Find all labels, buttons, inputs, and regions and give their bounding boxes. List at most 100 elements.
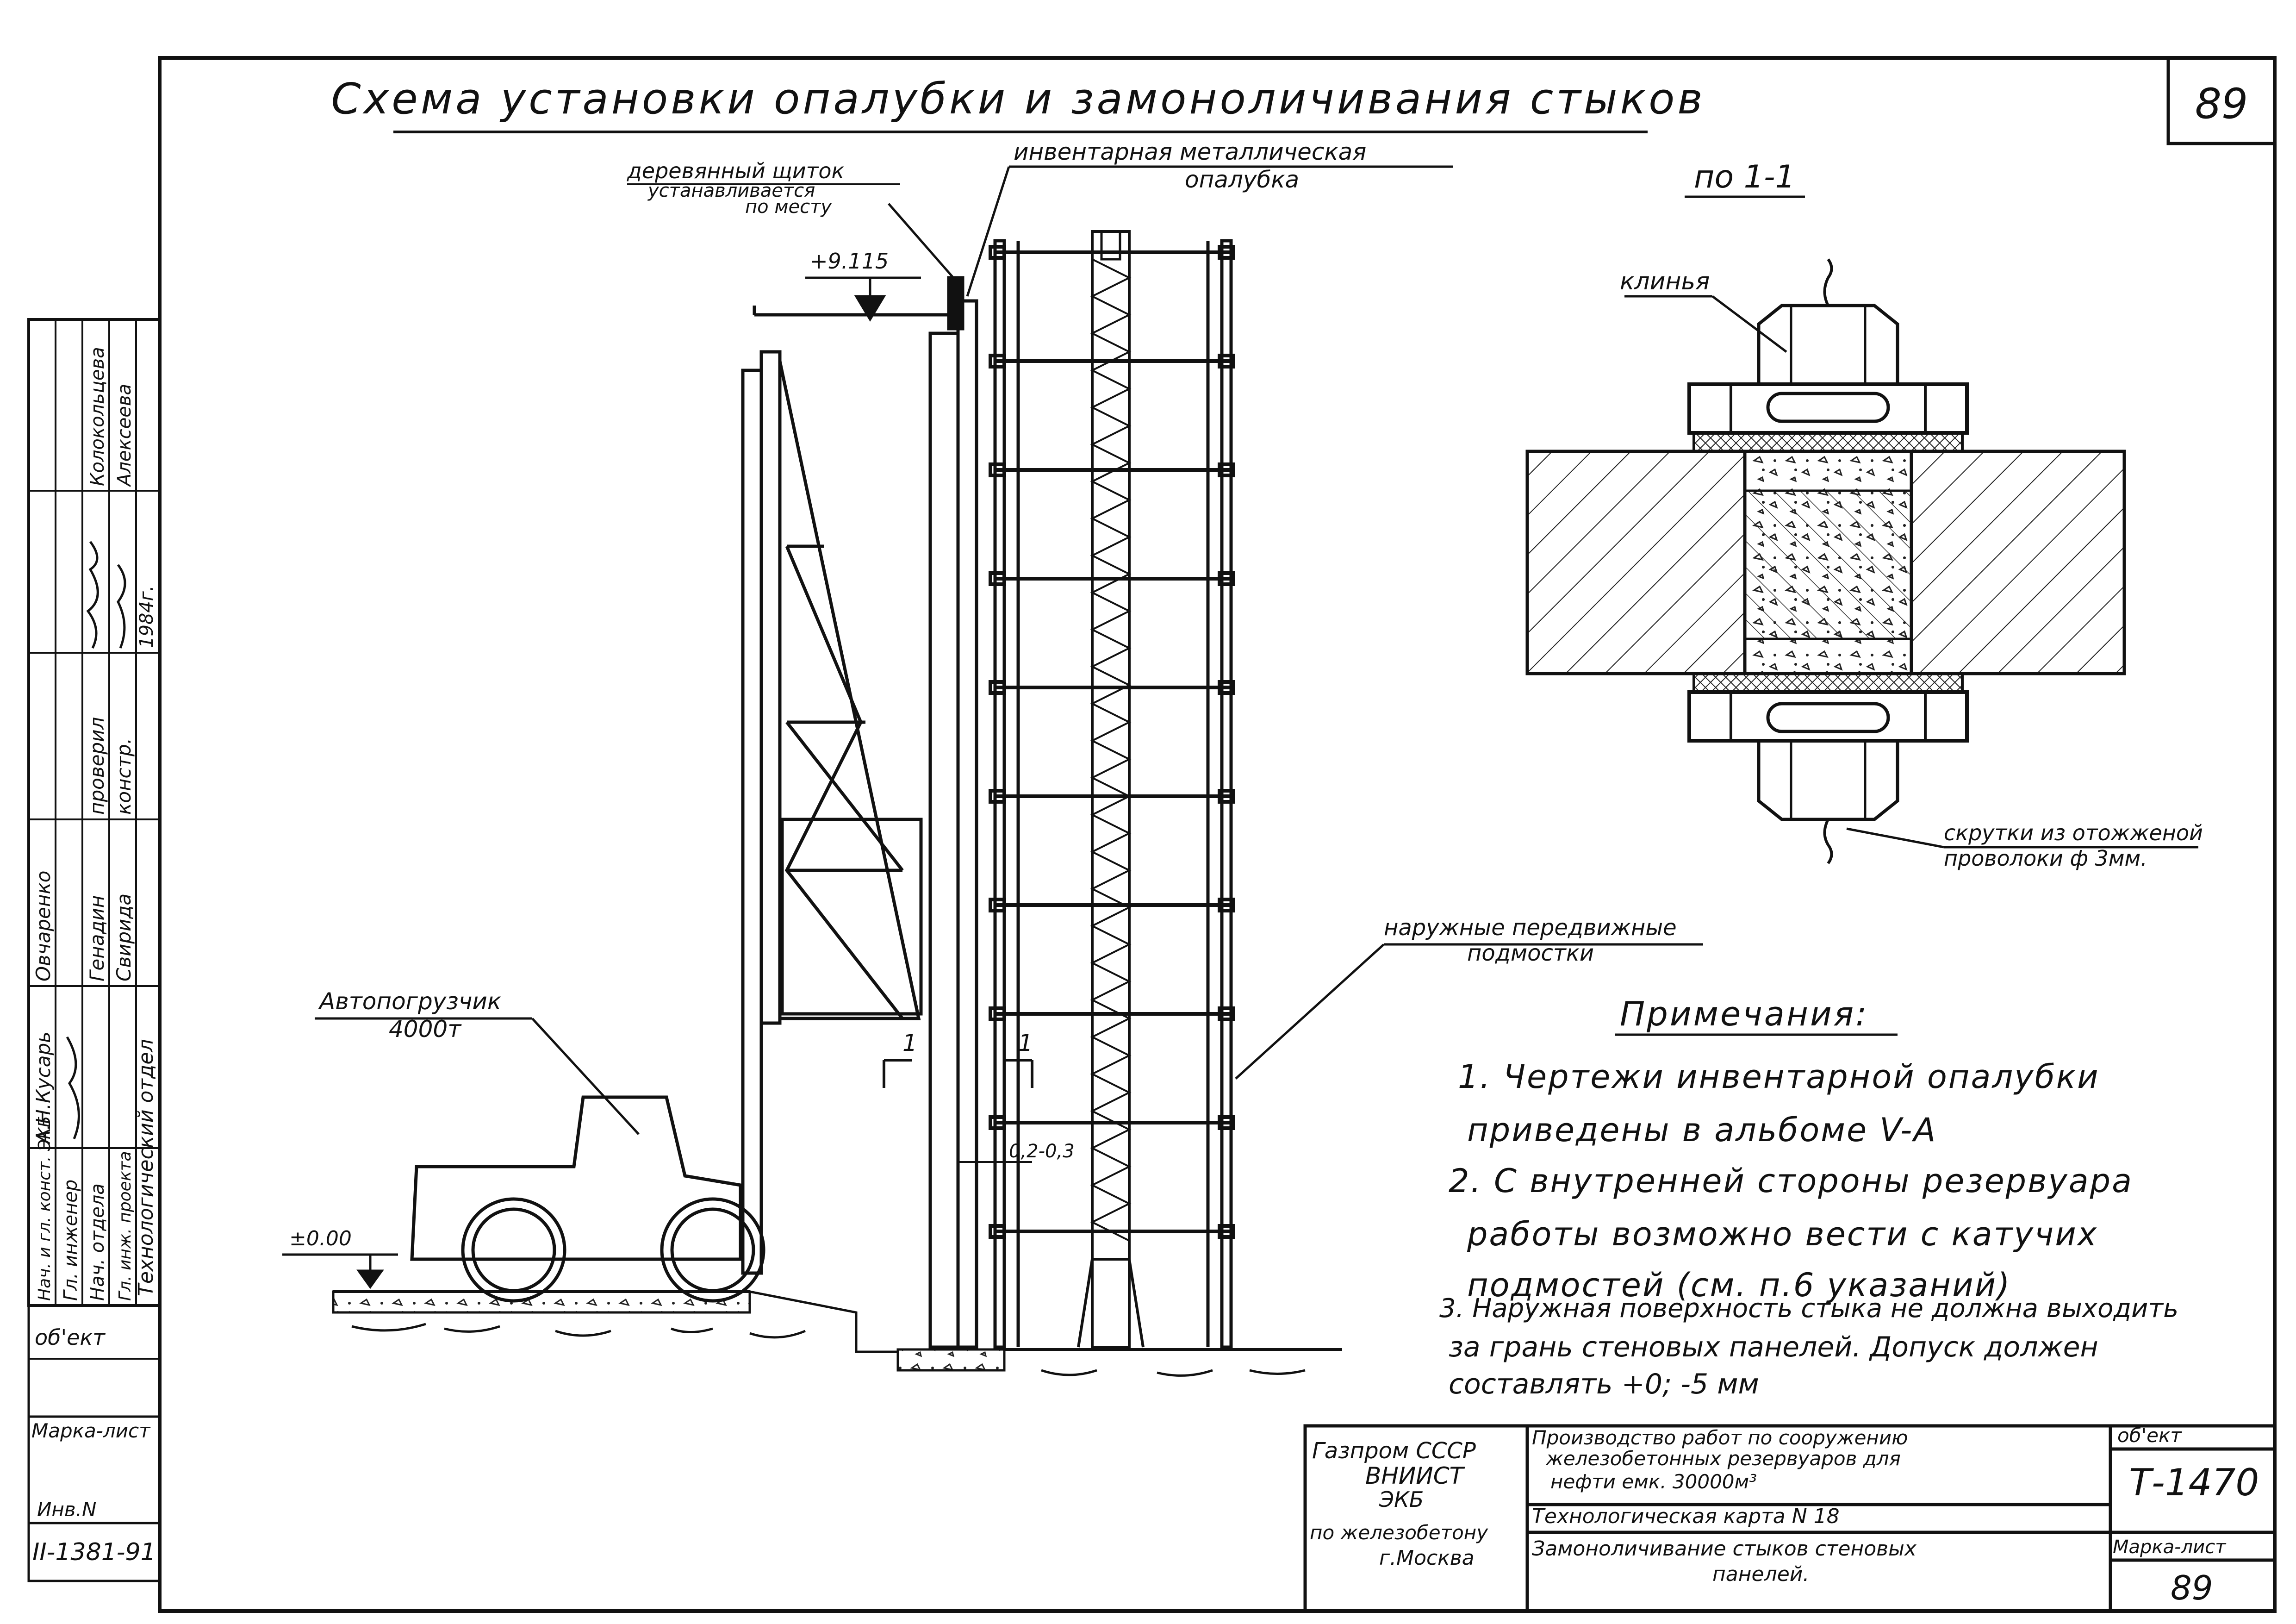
- notes-header: Примечания:: [1620, 994, 1868, 1033]
- stamp-year: 1984г.: [136, 585, 157, 648]
- scaffold-levels: [989, 245, 1235, 1239]
- scaffold-clamp: [1218, 898, 1235, 912]
- scaffold-leader: [1235, 943, 1703, 1080]
- org-line-4: по железобетону: [1310, 1521, 1488, 1544]
- org-line-5: г.Москва: [1379, 1546, 1475, 1570]
- notes: Примечания: 1. Чертежи инвентарной опалу…: [1439, 994, 2178, 1400]
- wood-panel-leader: [888, 203, 954, 279]
- autoloader-truck: [410, 350, 923, 1303]
- stamp-constructor-name: Алексеева: [114, 384, 135, 487]
- scaffold-clamp: [989, 680, 1006, 695]
- stamp-name-1: А.Н.Кусарь: [32, 1031, 55, 1145]
- left-object-label: об'ект: [35, 1325, 106, 1350]
- scaffold-label-2: подмостки: [1467, 940, 1594, 966]
- wedges-label: клинья: [1620, 268, 1710, 295]
- org-line-3: ЭКБ: [1379, 1487, 1424, 1512]
- note-1-line-2: приведены в альбоме V-А: [1467, 1111, 1937, 1149]
- wood-panel-label-3: по месту: [745, 196, 832, 218]
- elevation-top-label: +9.115: [810, 249, 889, 274]
- stamp-role-1: Нач. и гл. конст. ЭКБ: [35, 1116, 54, 1301]
- scaffold-clamp: [989, 1006, 1006, 1021]
- scaffold-clamp: [1218, 245, 1235, 260]
- scaffold-clamp: [1218, 1115, 1235, 1130]
- wood-panel-label-1: деревянный щиток: [627, 158, 845, 183]
- subject-line-2: панелей.: [1712, 1562, 1809, 1586]
- stamp-name-2: Овчаренко: [32, 871, 55, 981]
- inventory-formwork-label-1: инвентарная металлическая: [1014, 138, 1366, 165]
- left-marka-label: Марка-лист: [31, 1419, 151, 1442]
- inventory-formwork-label-2: опалубка: [1185, 166, 1299, 193]
- scaffold-clamp: [1218, 571, 1235, 586]
- scaffold-clamp: [989, 1224, 1006, 1239]
- autoloader-leader: [315, 1017, 640, 1135]
- work-line-3: нефти емк. 30000м³: [1550, 1470, 1757, 1493]
- note-1-line-1: 1. Чертежи инвентарной опалубки: [1458, 1058, 2100, 1096]
- note-2-line-3: подмостей (см. п.6 указаний): [1467, 1266, 2011, 1304]
- drawing-title-text: Схема установки опалубки и замоноличиван…: [331, 74, 1705, 124]
- tb-marka-label: Марка-лист: [2113, 1537, 2227, 1558]
- tb-object-value: Т-1470: [2129, 1461, 2259, 1504]
- stamp-checked-name: Колокольцева: [87, 347, 108, 486]
- tb-object-label: об'ект: [2117, 1424, 2182, 1447]
- ground: [332, 1290, 1342, 1377]
- side-stamp: [27, 318, 161, 1307]
- elevation-marker: [805, 276, 921, 322]
- org-line-2: ВНИИСТ: [1365, 1462, 1465, 1489]
- note-3-line-2: за грань стеновых панелей. Допуск должен: [1449, 1331, 2098, 1363]
- note-2-line-1: 2. С внутренней стороны резервуара: [1449, 1162, 2133, 1200]
- zero-level-label: ±0.00: [289, 1227, 352, 1250]
- twist-label-1: скрутки из отожженой: [1944, 820, 2203, 845]
- section-mark-right: 1: [1018, 1030, 1033, 1056]
- scaffold-clamp: [989, 354, 1006, 369]
- scaffold-clamp: [989, 1115, 1006, 1130]
- section-marks: [883, 1059, 1033, 1088]
- tech-card-label: Технологическая карта N 18: [1532, 1505, 1840, 1528]
- formwork-leader: [966, 165, 1453, 297]
- twist-label-2: проволоки ф 3мм.: [1944, 846, 2147, 871]
- scaffold-tower: [1077, 230, 1145, 1349]
- section-detail: [1525, 258, 2126, 864]
- scaffold-clamp: [989, 245, 1006, 260]
- scaffold-clamp: [1218, 1224, 1235, 1239]
- outer-scaffold: [993, 239, 1233, 1349]
- page-number: 89: [2195, 80, 2248, 128]
- left-inv-label: Инв.N: [37, 1498, 96, 1521]
- section-title: по 1-1: [1694, 159, 1795, 195]
- org-line-1: Газпром СССР: [1312, 1438, 1476, 1464]
- note-2-line-2: работы возможно вести с катучих: [1467, 1215, 2098, 1253]
- autoloader-label-1: Автопогрузчик: [318, 988, 501, 1015]
- scaffold-clamp: [1218, 1006, 1235, 1021]
- zero-level-marker: [282, 1253, 398, 1289]
- gap-dimension-label: 0,2-0,3: [1009, 1141, 1075, 1162]
- scaffold-clamp: [1218, 462, 1235, 477]
- signature-marks: [66, 541, 126, 1139]
- note-3-line-3: составлять +0; -5 мм: [1449, 1368, 1759, 1400]
- section-mark-left: 1: [902, 1030, 917, 1056]
- stamp-role-2: Гл. инженер: [60, 1180, 81, 1301]
- note-3-line-1: 3. Наружная поверхность стыка не должна …: [1439, 1293, 2178, 1324]
- wedges-leader: [1624, 295, 1787, 353]
- stamp-role-4: Гл. инж. проекта: [116, 1151, 135, 1301]
- stamp-name-3: Генадин: [86, 895, 108, 981]
- wall-panel: [753, 276, 978, 1349]
- left-inv-value: II-1381-91: [32, 1538, 156, 1566]
- scaffold-clamp: [1218, 789, 1235, 804]
- scaffold-clamp: [989, 462, 1006, 477]
- autoloader-label-2: 4000т: [389, 1016, 462, 1043]
- title-block: [1303, 1424, 2277, 1613]
- drawing-title: Схема установки опалубки и замоноличиван…: [331, 74, 1705, 133]
- scaffold-clamp: [989, 789, 1006, 804]
- scaffold-label-1: наружные передвижные: [1384, 915, 1677, 941]
- stamp-checked-label: проверил: [86, 717, 108, 815]
- scaffold-clamp: [989, 571, 1006, 586]
- twist-leader: [1846, 827, 2198, 849]
- stamp-role-3: Нач. отдела: [87, 1183, 108, 1301]
- work-line-1: Производство работ по сооружению: [1532, 1426, 1908, 1449]
- stamp-department: Технологический отдел: [134, 1039, 158, 1296]
- tb-marka-value: 89: [2171, 1568, 2213, 1607]
- stamp-constructor-label: констр.: [112, 738, 135, 815]
- scaffold-clamp: [1218, 680, 1235, 695]
- work-line-2: железобетонных резервуаров для: [1545, 1447, 1901, 1470]
- scaffold-clamp: [989, 898, 1006, 912]
